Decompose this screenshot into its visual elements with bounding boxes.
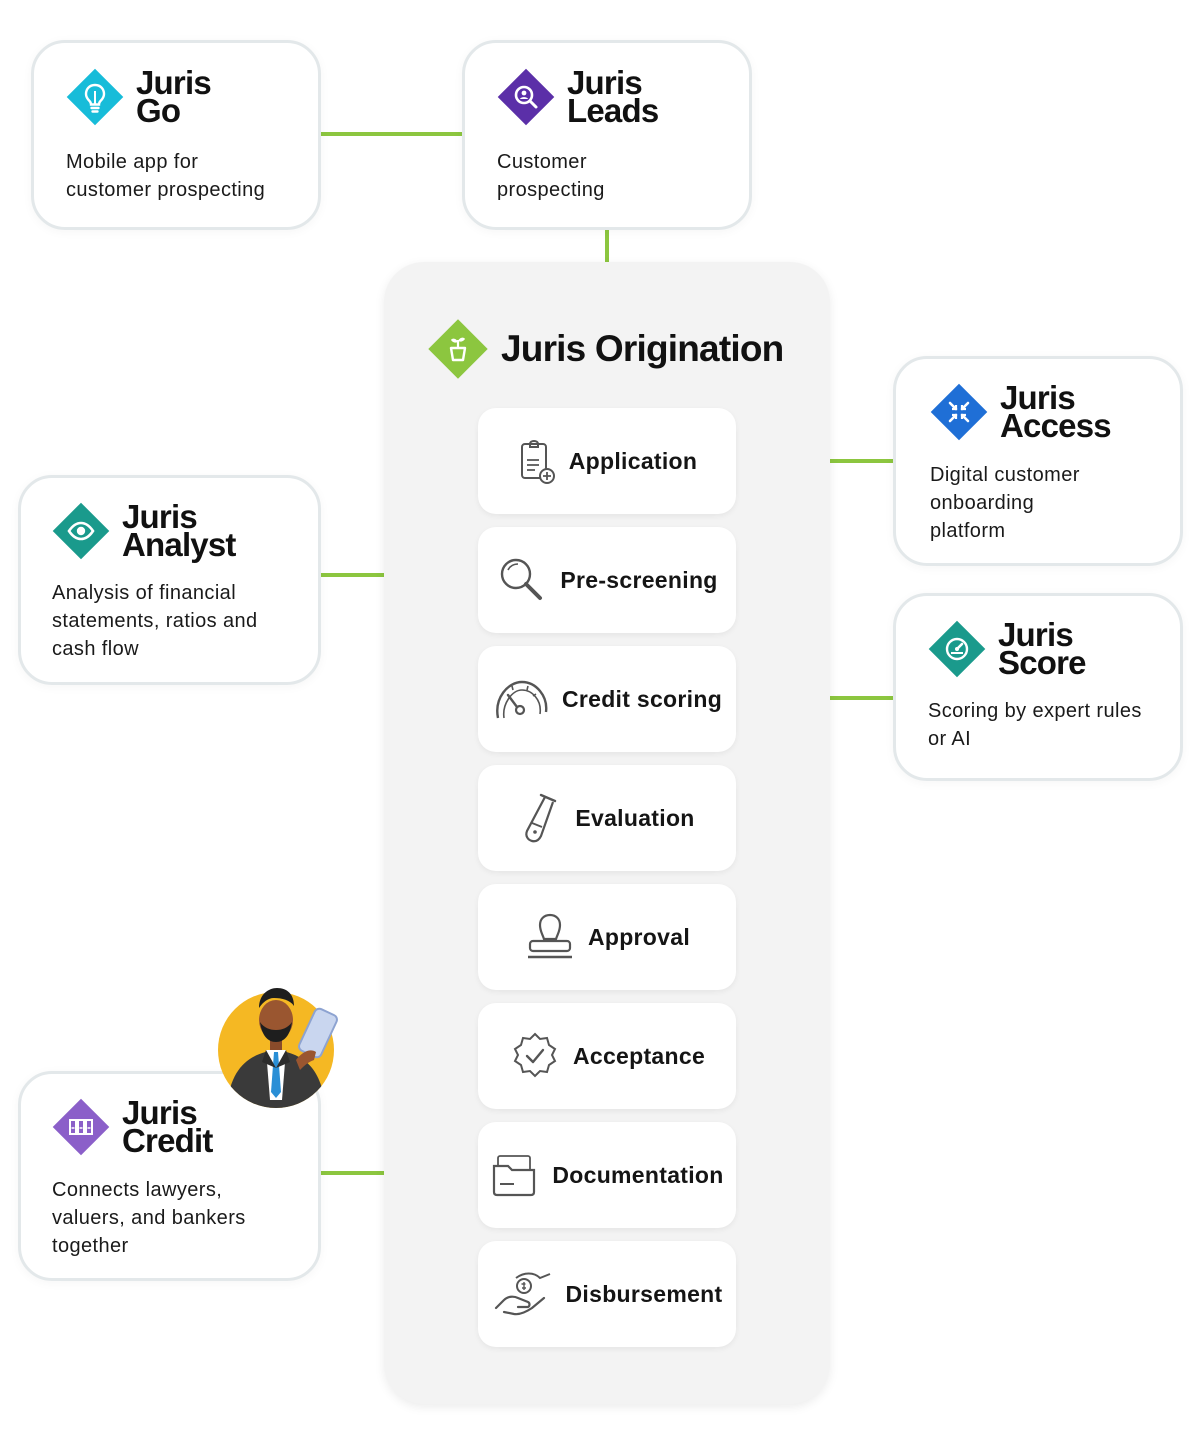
juris-leads-brand: Juris Leads bbox=[497, 64, 659, 129]
step-label: Acceptance bbox=[572, 1042, 706, 1069]
brand-line-2: Leads bbox=[567, 92, 659, 129]
step-disbursement[interactable]: Disbursement bbox=[478, 1241, 736, 1347]
juris-analyst-description: Analysis of financial statements, ratios… bbox=[52, 579, 258, 663]
step-pre-screening[interactable]: Pre-screening bbox=[478, 527, 736, 633]
desc-line: Analysis of financial bbox=[52, 582, 237, 604]
folder-icon bbox=[493, 1155, 536, 1197]
step-label: Pre-screening bbox=[560, 566, 718, 593]
search-person-icon bbox=[497, 68, 555, 126]
desc-line: Connects lawyers, bbox=[52, 1179, 223, 1201]
step-credit-scoring[interactable]: Credit scoring bbox=[478, 646, 736, 752]
juris-access-card[interactable] bbox=[893, 356, 1183, 566]
origination-title: Juris Origination bbox=[501, 328, 784, 369]
speedometer-icon bbox=[496, 680, 548, 719]
desc-line: valuers, and bankers bbox=[52, 1207, 246, 1229]
juris-credit-description: Connects lawyers, valuers, and bankers t… bbox=[52, 1176, 246, 1260]
juris-access-title: Juris Access bbox=[1000, 379, 1112, 444]
juris-leads-card[interactable] bbox=[462, 40, 752, 230]
test-tube-icon bbox=[525, 793, 557, 843]
juris-go-brand: Juris Go bbox=[66, 64, 212, 129]
desc-line: Customer bbox=[497, 151, 587, 173]
magnifier-icon bbox=[501, 558, 543, 600]
brand-line-1: Juris bbox=[122, 498, 198, 535]
gauge-icon bbox=[928, 620, 986, 678]
step-evaluation[interactable]: Evaluation bbox=[478, 765, 736, 871]
juris-analyst-brand: Juris Analyst bbox=[52, 498, 236, 563]
clipboard-add-icon bbox=[520, 440, 555, 484]
desc-line: onboarding bbox=[930, 492, 1035, 514]
verified-badge-icon bbox=[513, 1032, 557, 1078]
desc-line: together bbox=[52, 1235, 129, 1257]
businessman-illustration bbox=[218, 988, 338, 1108]
desc-line: prospecting bbox=[497, 179, 605, 201]
juris-score-brand: Juris Score bbox=[928, 616, 1087, 681]
step-label: Evaluation bbox=[575, 804, 695, 831]
juris-access-description: Digital customer onboarding platform bbox=[930, 461, 1080, 545]
brand-line-1: Juris bbox=[1000, 379, 1076, 416]
plant-pot-icon bbox=[428, 319, 488, 379]
juris-score-title: Juris Score bbox=[998, 616, 1087, 681]
juris-access-brand: Juris Access bbox=[930, 379, 1112, 444]
juris-analyst-title: Juris Analyst bbox=[122, 498, 236, 563]
juris-score-card[interactable] bbox=[893, 593, 1183, 781]
step-approval[interactable]: Approval bbox=[478, 884, 736, 990]
juris-go-title: Juris Go bbox=[136, 64, 212, 129]
desc-line: cash flow bbox=[52, 638, 139, 660]
step-label: Disbursement bbox=[565, 1280, 723, 1307]
juris-leads-title: Juris Leads bbox=[567, 64, 659, 129]
brand-line-2: Access bbox=[1000, 407, 1112, 444]
stamp-icon bbox=[527, 913, 572, 959]
juris-score-description: Scoring by expert rules or AI bbox=[928, 697, 1142, 753]
step-application[interactable]: Application bbox=[478, 408, 736, 514]
juris-analyst-card[interactable] bbox=[18, 475, 321, 685]
juris-credit-title: Juris Credit bbox=[122, 1094, 213, 1159]
brand-line-2: Go bbox=[136, 92, 181, 129]
lightbulb-icon bbox=[66, 68, 124, 126]
juris-go-description: Mobile app for customer prospecting bbox=[66, 148, 265, 204]
step-documentation[interactable]: Documentation bbox=[478, 1122, 736, 1228]
step-acceptance[interactable]: Acceptance bbox=[478, 1003, 736, 1109]
step-label: Documentation bbox=[552, 1161, 724, 1188]
folders-icon bbox=[52, 1098, 110, 1156]
step-label: Application bbox=[568, 447, 698, 474]
brand-line-1: Juris bbox=[567, 64, 643, 101]
hand-coin-icon bbox=[494, 1272, 550, 1316]
step-label: Approval bbox=[587, 923, 691, 950]
desc-line: Mobile app for bbox=[66, 151, 199, 173]
brand-line-2: Analyst bbox=[122, 526, 236, 563]
origination-header: Juris Origination bbox=[427, 318, 784, 380]
eye-icon bbox=[52, 502, 110, 560]
desc-line: statements, ratios and bbox=[52, 610, 258, 632]
juris-leads-description: Customer prospecting bbox=[497, 148, 605, 204]
desc-line: Digital customer bbox=[930, 464, 1080, 486]
juris-credit-brand: Juris Credit bbox=[52, 1094, 213, 1159]
desc-line: customer prospecting bbox=[66, 179, 266, 201]
desc-line: Scoring by expert rules bbox=[928, 700, 1142, 722]
brand-line-1: Juris bbox=[122, 1094, 198, 1131]
brand-line-2: Credit bbox=[122, 1122, 213, 1159]
desc-line: or AI bbox=[928, 728, 972, 750]
arrows-converge-icon bbox=[930, 383, 988, 441]
step-label: Credit scoring bbox=[561, 685, 723, 712]
desc-line: platform bbox=[930, 520, 1006, 542]
brand-line-1: Juris bbox=[136, 64, 212, 101]
juris-go-card[interactable] bbox=[31, 40, 321, 230]
brand-line-1: Juris bbox=[998, 616, 1074, 653]
brand-line-2: Score bbox=[998, 644, 1087, 681]
